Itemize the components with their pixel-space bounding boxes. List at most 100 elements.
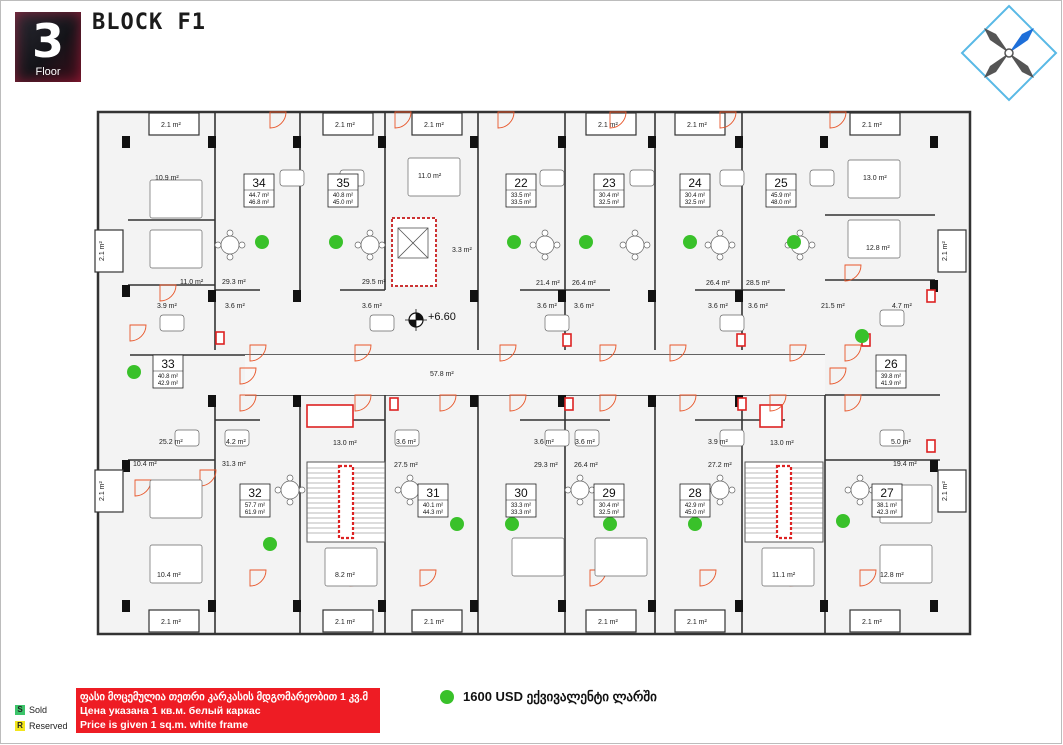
column bbox=[930, 460, 938, 472]
door-swing bbox=[269, 111, 287, 129]
note-line-ka: ფასი მოცემულია თეთრი კარკასის მდგომარეობ… bbox=[80, 691, 368, 703]
column bbox=[648, 600, 656, 612]
chair bbox=[796, 229, 804, 237]
available-marker bbox=[683, 235, 697, 249]
apartment-area-gross: 61.9 m² bbox=[245, 510, 265, 516]
apartment-box bbox=[417, 483, 449, 518]
apartment-area-gross: 44.3 m² bbox=[423, 510, 443, 516]
door-swing bbox=[394, 111, 412, 129]
apartment-box bbox=[505, 173, 537, 208]
column bbox=[122, 460, 130, 472]
chair bbox=[631, 253, 639, 261]
balcony bbox=[411, 609, 463, 633]
chair bbox=[564, 486, 572, 494]
available-marker bbox=[505, 517, 519, 531]
stair-well bbox=[337, 464, 355, 540]
level-mark: +6.60 bbox=[428, 311, 456, 323]
shaft bbox=[306, 404, 354, 428]
stair-area: 13.0 m² bbox=[333, 440, 357, 447]
available-marker bbox=[255, 235, 269, 249]
stair-area: 13.0 m² bbox=[770, 440, 794, 447]
dining-table bbox=[535, 235, 555, 255]
apartment-area-net: 39.8 m² bbox=[881, 374, 901, 380]
room-area: 3.9 m² bbox=[708, 439, 729, 446]
room-area: 12.8 m² bbox=[880, 572, 904, 579]
door-swing bbox=[239, 394, 257, 412]
dining-table bbox=[570, 480, 590, 500]
door-swing bbox=[679, 394, 697, 412]
chair bbox=[856, 498, 864, 506]
apartment-box bbox=[875, 354, 907, 389]
chair bbox=[286, 498, 294, 506]
apartment-box bbox=[593, 173, 625, 208]
balcony-area: 2.1 m² bbox=[687, 122, 708, 129]
available-marker bbox=[450, 517, 464, 531]
column bbox=[208, 600, 216, 612]
available-marker bbox=[579, 235, 593, 249]
balcony bbox=[849, 112, 901, 136]
fixture bbox=[279, 169, 305, 187]
chair bbox=[728, 241, 736, 249]
chair bbox=[631, 229, 639, 237]
sold-swatch: S bbox=[15, 705, 25, 715]
apartment-area-gross: 32.5 m² bbox=[685, 200, 705, 206]
apartment-number: 28 bbox=[688, 486, 702, 500]
chair bbox=[576, 498, 584, 506]
price-legend: 1600 USD ექვივალენტი ლარში bbox=[440, 689, 657, 705]
column bbox=[930, 600, 938, 612]
door-swing bbox=[354, 344, 372, 362]
room-area: 10.4 m² bbox=[157, 572, 181, 579]
apartment-box bbox=[765, 173, 797, 208]
room-area: 11.0 m² bbox=[418, 173, 442, 180]
chair bbox=[716, 229, 724, 237]
balcony bbox=[94, 229, 124, 273]
balcony bbox=[674, 609, 726, 633]
chair bbox=[298, 486, 306, 494]
floor-label: Floor bbox=[35, 66, 61, 78]
columns bbox=[122, 136, 938, 612]
apartment-number: 34 bbox=[252, 176, 266, 190]
shaft bbox=[926, 439, 936, 453]
chair bbox=[238, 241, 246, 249]
apartment-area-gross: 48.0 m² bbox=[771, 200, 791, 206]
bed bbox=[511, 537, 565, 577]
chair bbox=[214, 241, 222, 249]
column bbox=[648, 290, 656, 302]
floor-badge: 3 Floor bbox=[15, 12, 81, 82]
price-text: 1600 USD ექვივალენტი ლარში bbox=[463, 689, 657, 704]
chair bbox=[394, 486, 402, 494]
balcony bbox=[322, 112, 374, 136]
chair bbox=[704, 241, 712, 249]
room-area: 26.4 m² bbox=[574, 462, 598, 469]
apartment-area-net: 33.3 m² bbox=[511, 503, 531, 509]
balcony-area: 2.1 m² bbox=[99, 240, 106, 261]
note-line-en: Price is given 1 sq.m. white frame bbox=[80, 719, 249, 731]
apartment-box bbox=[593, 483, 625, 518]
fixture bbox=[809, 169, 835, 187]
room-area: 27.2 m² bbox=[708, 462, 732, 469]
balcony-area: 2.1 m² bbox=[862, 619, 883, 626]
balcony bbox=[937, 469, 967, 513]
column bbox=[122, 285, 130, 297]
apartment-number: 29 bbox=[602, 486, 616, 500]
room-area: 27.5 m² bbox=[394, 462, 418, 469]
fixture bbox=[629, 169, 655, 187]
door-swing bbox=[499, 344, 517, 362]
column bbox=[378, 136, 386, 148]
elevator-cabin bbox=[391, 217, 437, 287]
bed bbox=[149, 479, 203, 519]
dining-table bbox=[850, 480, 870, 500]
chair bbox=[716, 253, 724, 261]
